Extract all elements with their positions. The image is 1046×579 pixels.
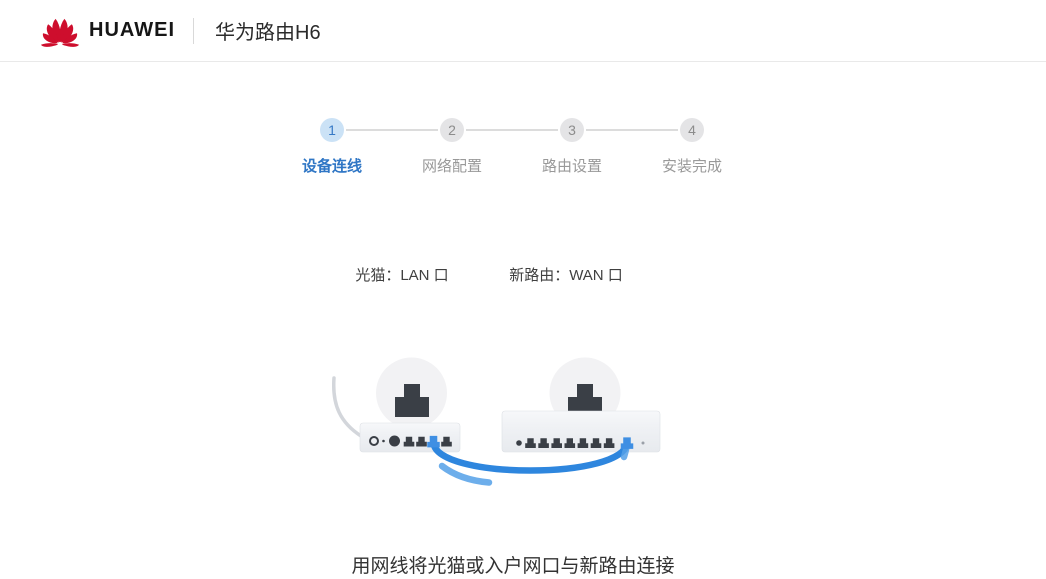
rj45-port-magnifier-icon [376,357,447,429]
step-label: 网络配置 [421,158,482,175]
header-divider [193,17,194,44]
modem-lan-port [427,435,440,448]
step-label: 路由设置 [541,158,602,175]
connection-diagram [307,347,717,504]
incoming-cable [331,376,363,438]
step-network-config: 2 网络配置 [392,118,558,176]
step-router-settings: 3 路由设置 [512,118,678,176]
modem-port-label: 光猫：LAN 口 [355,267,449,284]
huawei-brand: HUAWEI [38,14,175,48]
router-port-label: 新路由：WAN 口 [509,267,623,284]
app-header: HUAWEI 华为路由H6 [0,0,1046,62]
brand-name: HUAWEI [89,19,175,41]
huawei-logo-icon [40,18,80,47]
page-title: 华为路由H6 [215,22,321,44]
step-device-connection: 1 设备连线 [272,118,438,176]
step-number-badge: 1 [320,118,344,142]
modem-device [359,422,461,453]
setup-stepper: 1 设备连线 2 网络配置 3 路由设置 4 安装完成 [272,118,752,176]
router-device [501,410,661,453]
router-wan-port [620,437,634,449]
step-number-badge: 4 [680,118,704,142]
step-number-badge: 2 [440,118,464,142]
step-label: 设备连线 [301,158,362,175]
connection-illustration [331,357,661,486]
port-labels-row: 光猫：LAN 口 新路由：WAN 口 [307,264,717,284]
step-label: 安装完成 [661,158,722,175]
step-setup-complete: 4 安装完成 [632,118,752,176]
instruction-text: 用网线将光猫或入户网口与新路由连接 [351,556,675,577]
setup-wizard-content: 1 设备连线 2 网络配置 3 路由设置 4 安装完成 光猫：LAN 口 新路由… [0,62,1046,578]
step-number-badge: 3 [560,118,584,142]
